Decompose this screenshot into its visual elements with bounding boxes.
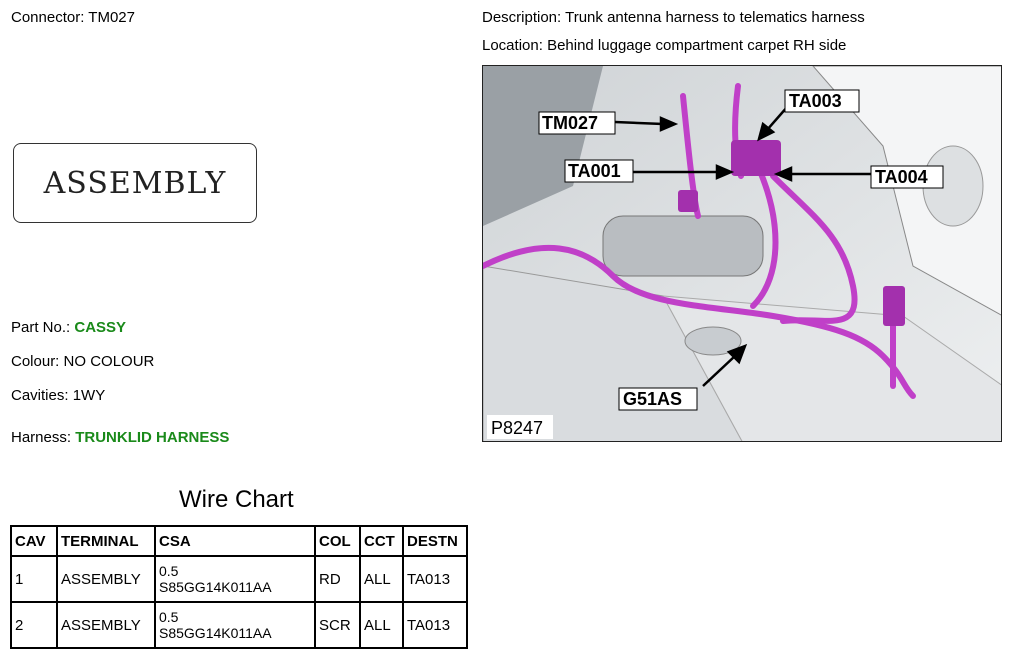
callout-ta003: TA003 [789, 91, 842, 111]
description-line: Description: Trunk antenna harness to te… [482, 9, 865, 26]
description-value: Trunk antenna harness to telematics harn… [565, 9, 865, 26]
connector-line: Connector: TM027 [11, 9, 135, 26]
column-header-destn: DESTN [402, 525, 468, 557]
csa-size: 0.5 [159, 563, 179, 579]
antenna-module [602, 215, 764, 277]
callout-arrows [614, 105, 873, 387]
assembly-image-text: ASSEMBLY [43, 165, 227, 201]
location-label: Location: [482, 37, 543, 54]
wire-chart-table: CAV TERMINAL CSA COL CCT DESTN 1 ASSEMBL… [10, 525, 468, 649]
harness-value: TRUNKLID HARNESS [75, 429, 230, 446]
description-label: Description: [482, 9, 562, 26]
location-line: Location: Behind luggage compartment car… [482, 37, 846, 54]
wire-chart-header-row: CAV TERMINAL CSA COL CCT DESTN [10, 525, 468, 557]
cell-csa: 0.5 S85GG14K011AA [154, 601, 316, 649]
cell-cct: ALL [359, 601, 404, 649]
connector-block [883, 286, 905, 326]
location-value: Behind luggage compartment carpet RH sid… [547, 37, 847, 54]
csa-part: S85GG14K011AA [159, 579, 272, 595]
cell-cct: ALL [359, 555, 404, 603]
csa-size: 0.5 [159, 609, 179, 625]
colour-line: Colour: NO COLOUR [11, 353, 154, 370]
wire-chart-title: Wire Chart [179, 486, 294, 513]
csa-part: S85GG14K011AA [159, 625, 272, 641]
column-header-cav: CAV [10, 525, 58, 557]
cell-destn: TA013 [402, 601, 468, 649]
part-number-value: CASSY [74, 319, 127, 336]
figure-id: P8247 [491, 418, 543, 438]
part-number-line: Part No.: CASSY [11, 319, 126, 336]
connector-image: ASSEMBLY [13, 143, 257, 223]
connector-block [731, 140, 781, 176]
column-header-csa: CSA [154, 525, 316, 557]
cell-terminal: ASSEMBLY [56, 601, 156, 649]
cell-terminal: ASSEMBLY [56, 555, 156, 603]
colour-label: Colour: [11, 353, 60, 370]
cavities-value: 1WY [72, 387, 106, 404]
location-illustration: TM027 TA003 TA001 TA004 G51AS P8247 [483, 66, 1001, 441]
cell-col: SCR [314, 601, 361, 649]
cell-col: RD [314, 555, 361, 603]
callout-tm027: TM027 [542, 113, 598, 133]
table-row: 2 ASSEMBLY 0.5 S85GG14K011AA SCR ALL TA0… [10, 601, 468, 649]
cell-cav: 1 [10, 555, 58, 603]
panel-shape [812, 66, 1001, 316]
cell-destn: TA013 [402, 555, 468, 603]
column-header-col: COL [314, 525, 361, 557]
table-row: 1 ASSEMBLY 0.5 S85GG14K011AA RD ALL TA01… [10, 555, 468, 603]
callout-ta004: TA004 [875, 167, 928, 187]
column-header-cct: CCT [359, 525, 404, 557]
callout-g51as: G51AS [623, 389, 682, 409]
cavities-label: Cavities: [11, 387, 69, 404]
cell-csa: 0.5 S85GG14K011AA [154, 555, 316, 603]
panel-shape [483, 66, 603, 226]
harness-line: Harness: TRUNKLID HARNESS [11, 429, 229, 446]
part-number-label: Part No.: [11, 319, 71, 336]
figure-id-plate [487, 415, 553, 439]
column-header-terminal: TERMINAL [56, 525, 156, 557]
panel-shape [662, 295, 1001, 441]
location-photo: TM027 TA003 TA001 TA004 G51AS P8247 [482, 65, 1002, 442]
callout-ta001: TA001 [568, 161, 621, 181]
colour-value: NO COLOUR [63, 353, 155, 370]
connector-label: Connector: [11, 9, 85, 26]
harness-label: Harness: [11, 429, 72, 446]
connector-block [678, 190, 698, 212]
cell-cav: 2 [10, 601, 58, 649]
connector-value: TM027 [88, 9, 135, 26]
callout-plates [538, 89, 944, 411]
cavities-line: Cavities: 1WY [11, 387, 105, 404]
panel-hole [684, 326, 742, 356]
